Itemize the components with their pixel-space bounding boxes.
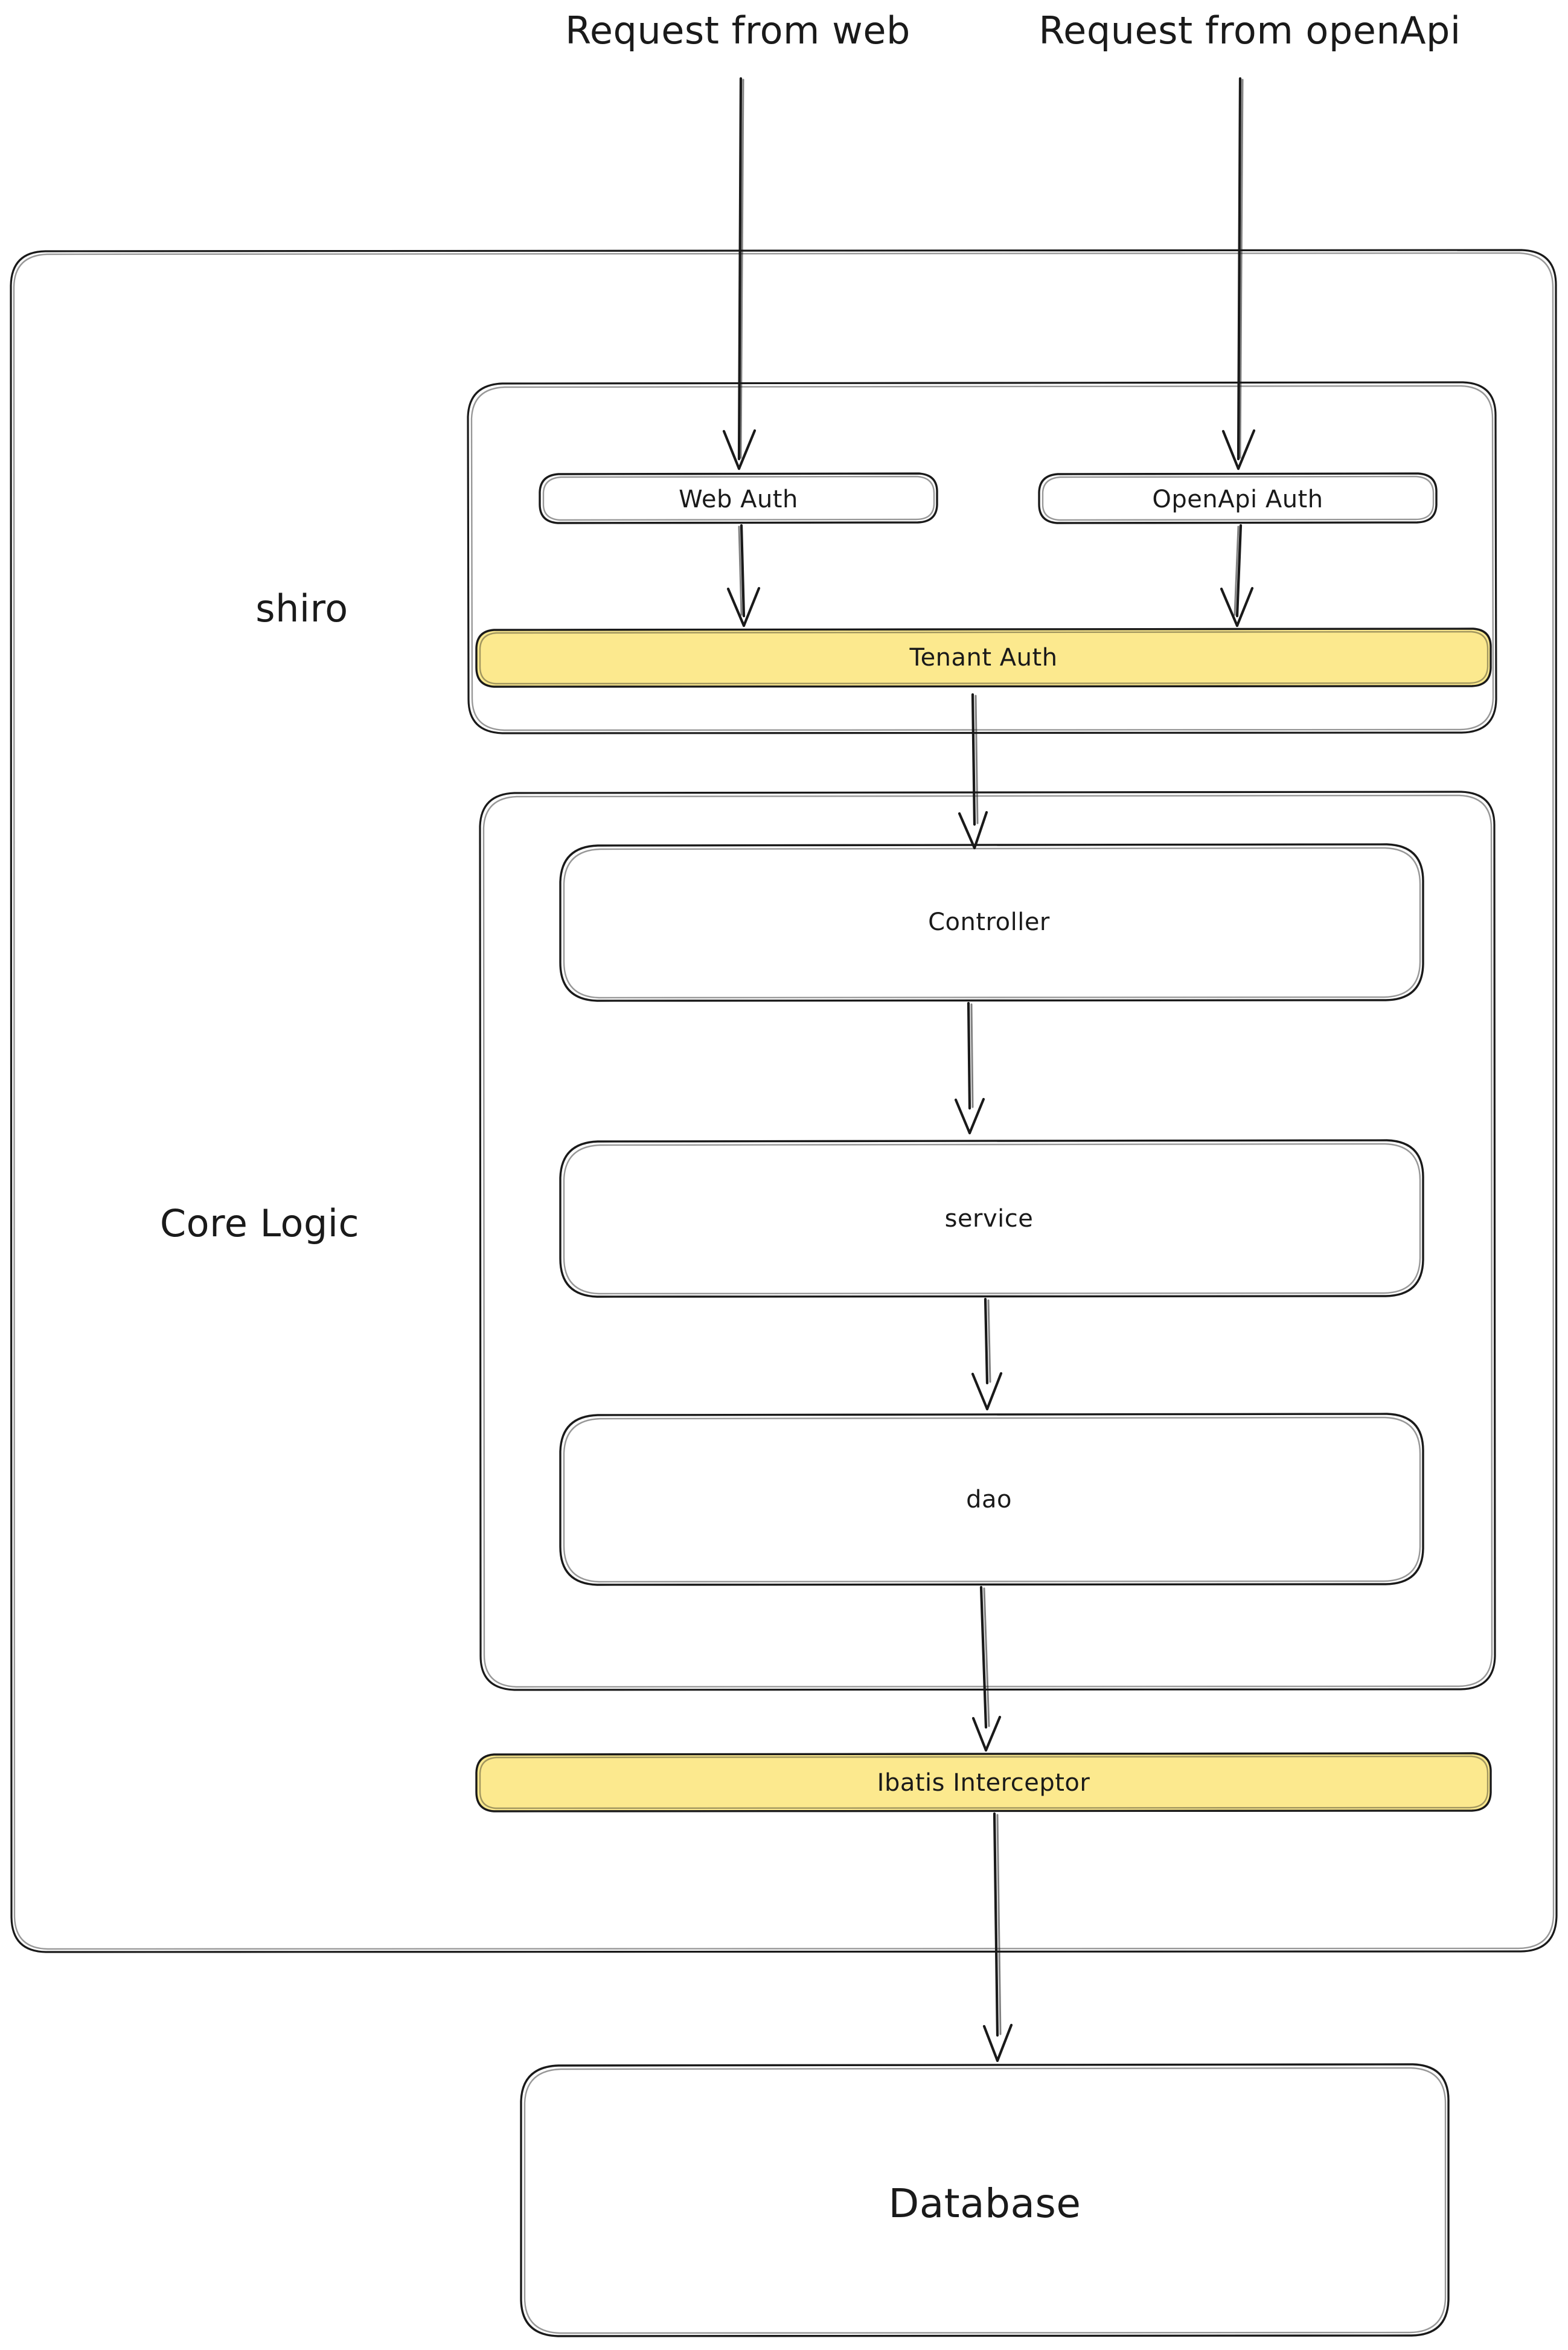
edge-tenantauth-to-controller (958, 693, 988, 850)
openapi-auth-label: OpenApi Auth (1152, 486, 1323, 513)
edge-label-request-from-openapi: Request from openApi (1038, 8, 1461, 53)
ibatis-interceptor-label: Ibatis Interceptor (877, 1769, 1090, 1797)
dao-label: dao (966, 1486, 1012, 1514)
database-label: Database (888, 2180, 1081, 2227)
shiro-group-label: shiro (255, 586, 348, 631)
shiro-container (467, 381, 1497, 734)
edge-interceptor-to-database (982, 1812, 1013, 2063)
web-auth-label: Web Auth (679, 486, 798, 513)
edge-label-request-from-web: Request from web (565, 8, 910, 53)
core-logic-group-label: Core Logic (159, 1201, 360, 1245)
edge-dao-to-interceptor (971, 1585, 1002, 1752)
edge-controller-to-service (954, 1001, 985, 1135)
edge-openapiauth-to-tenantauth (1220, 524, 1254, 628)
service-label: service (944, 1205, 1034, 1233)
edge-service-to-dao (971, 1297, 1003, 1411)
edge-web-to-webauth (722, 77, 757, 470)
tenant-auth-label: Tenant Auth (909, 644, 1058, 672)
edge-openapi-to-openapiauth (1221, 77, 1256, 470)
edge-webauth-to-tenantauth (726, 524, 761, 628)
controller-label: Controller (928, 908, 1050, 936)
